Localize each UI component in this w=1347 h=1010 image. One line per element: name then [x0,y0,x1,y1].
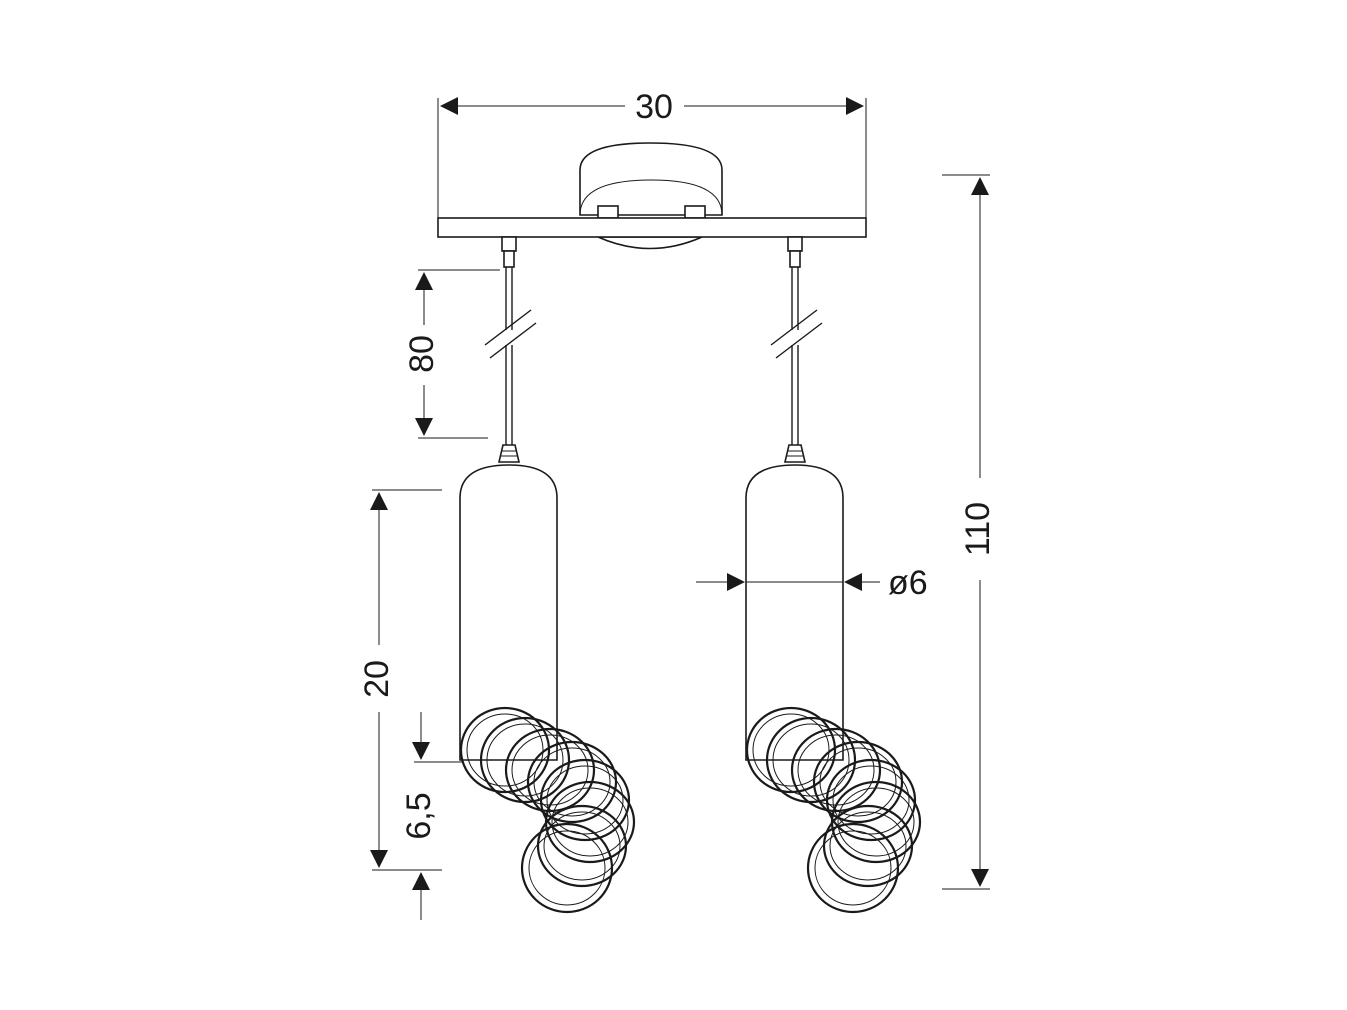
cable-length-dimension: 80 [403,269,500,439]
cable-length-label: 80 [403,335,441,373]
shade-height-label: 20 [358,660,396,698]
ceiling-canopy [579,142,723,250]
coil-height-dimension: 6,5 [400,712,462,920]
left-coil [459,706,636,914]
width-dimension: 30 [437,88,867,218]
right-coil [745,706,922,914]
total-height-dimension: 110 [942,174,997,890]
shade-height-dimension: 20 [358,489,442,871]
shade-diameter-dimension: ø6 [696,564,928,602]
shade-diameter-label: ø6 [888,564,928,602]
left-pendant [459,236,636,914]
total-height-label: 110 [959,502,997,556]
mounting-bar [437,217,867,238]
coil-height-label: 6,5 [400,792,438,839]
right-pendant [745,236,922,914]
width-label: 30 [635,88,673,126]
